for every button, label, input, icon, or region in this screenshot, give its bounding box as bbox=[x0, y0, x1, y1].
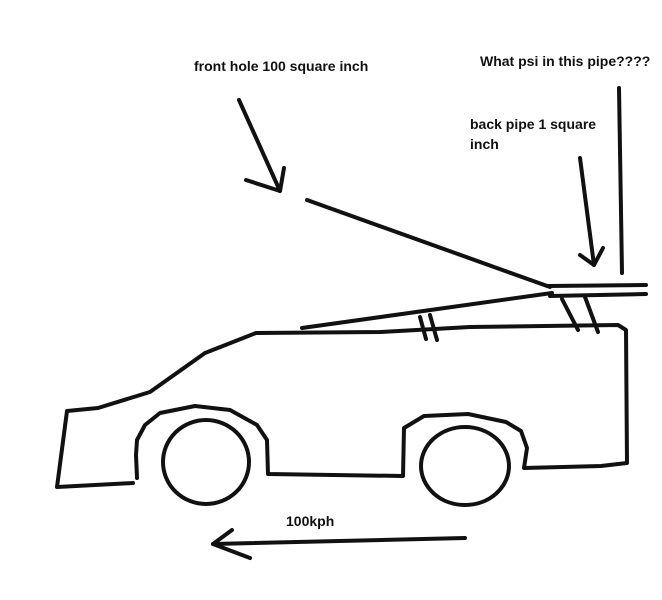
front-hole-label: front hole 100 square inch bbox=[194, 58, 369, 74]
front-wheel bbox=[161, 418, 251, 506]
car-body-outline bbox=[55, 323, 629, 489]
wing-strut-front-a bbox=[418, 315, 428, 341]
front-hole-arrow-shaft bbox=[237, 98, 282, 193]
rear-wheel bbox=[419, 425, 511, 507]
wing-lower-plate bbox=[300, 291, 554, 330]
front-hole-arrow-head bbox=[244, 166, 286, 193]
back-pipe-bottom bbox=[548, 292, 648, 298]
back-pipe-arrow-head bbox=[578, 246, 605, 267]
back-pipe-arrow-shaft bbox=[578, 156, 596, 267]
speed-arrow-head bbox=[211, 528, 252, 560]
wing-strut-rear-a bbox=[560, 297, 580, 332]
back-pipe-label: back pipe 1 square inch bbox=[470, 116, 597, 152]
wing-strut-rear-b bbox=[583, 295, 600, 334]
psi-pointer-line bbox=[617, 86, 624, 275]
back-pipe-top bbox=[546, 283, 648, 288]
wing-strut-front-b bbox=[428, 313, 439, 342]
psi-question-label: What psi in this pipe???? bbox=[480, 53, 651, 69]
speed-arrow-shaft bbox=[211, 536, 467, 546]
speed-label: 100kph bbox=[286, 513, 335, 529]
wing-upper-plate bbox=[305, 198, 552, 289]
